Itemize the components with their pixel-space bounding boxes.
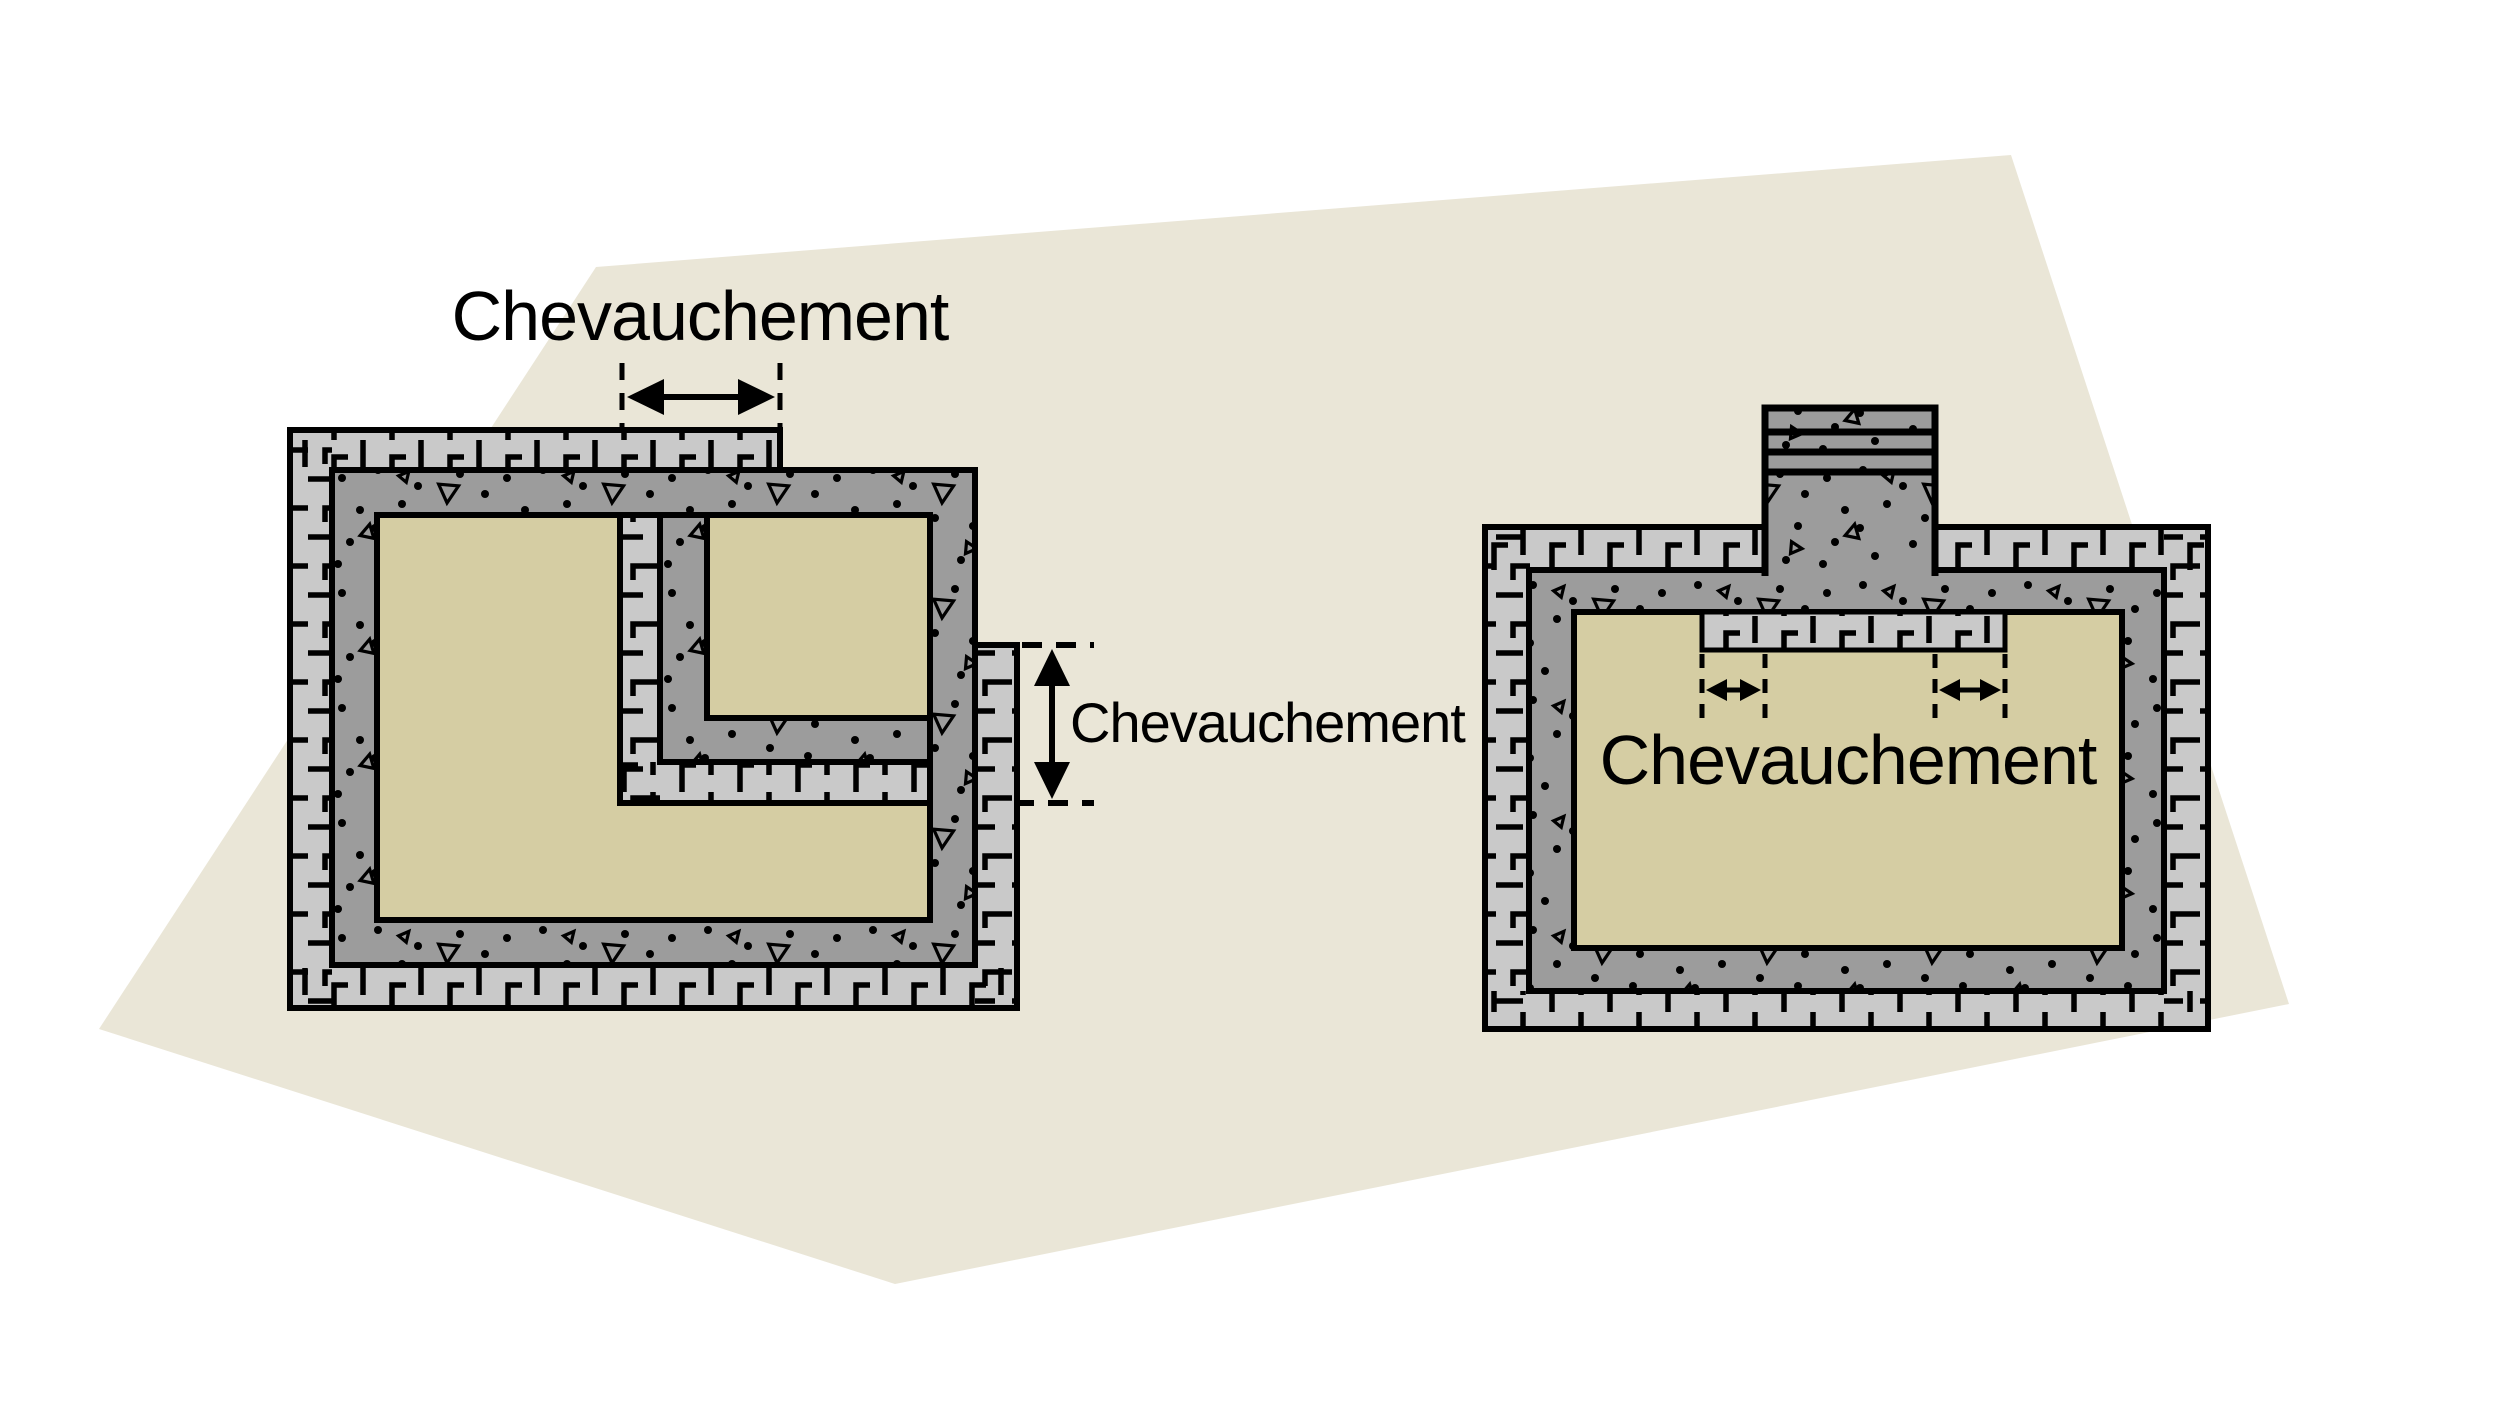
right-overlap-annotation: [1699, 654, 2008, 720]
left-subcell-soil: [704, 512, 933, 721]
right-bottom-band-hatch: [1487, 991, 2206, 1027]
arrowhead-left: [1939, 679, 1960, 701]
right-top-band-hatch-a: [1487, 529, 1763, 570]
arrowhead-left: [627, 379, 664, 415]
right-right-band-hatch: [2164, 529, 2206, 1027]
right-soil: [1571, 609, 2125, 951]
left-partition-liner-stipple: [660, 515, 930, 762]
arrowhead-down: [1034, 762, 1070, 799]
left-cell: [287, 427, 1020, 1011]
overlap-label-right: Chevauchement: [1600, 721, 2097, 799]
left-bottom-band-hatch: [290, 965, 1017, 1008]
chimney-outline: [1761, 404, 1939, 576]
right-cell: [1482, 404, 2211, 1032]
overlap-label-middle: Chevauchement: [1070, 691, 1466, 754]
arrowhead-left: [1706, 679, 1727, 701]
left-top-overlap-annotation: [619, 363, 783, 428]
arrowhead-right: [738, 379, 775, 415]
left-right-band-hatch: [975, 645, 1017, 1008]
arrowhead-up: [1034, 649, 1070, 686]
left-top-band-hatch: [290, 430, 780, 470]
left-left-band-hatch: [290, 430, 332, 1008]
arrowhead-right: [1740, 679, 1761, 701]
overlap-label-top-left: Chevauchement: [452, 277, 949, 355]
left-inner-strip-hatch-horiz: [620, 762, 930, 803]
right-inner-strip-hatch: [1704, 614, 2003, 648]
left-side-overlap-annotation: [1014, 642, 1094, 806]
right-left-band-hatch: [1487, 529, 1530, 1027]
arrowhead-right: [1980, 679, 2001, 701]
left-inner-strip-hatch-vert: [620, 515, 660, 803]
right-top-band-hatch-b: [1937, 529, 2206, 570]
